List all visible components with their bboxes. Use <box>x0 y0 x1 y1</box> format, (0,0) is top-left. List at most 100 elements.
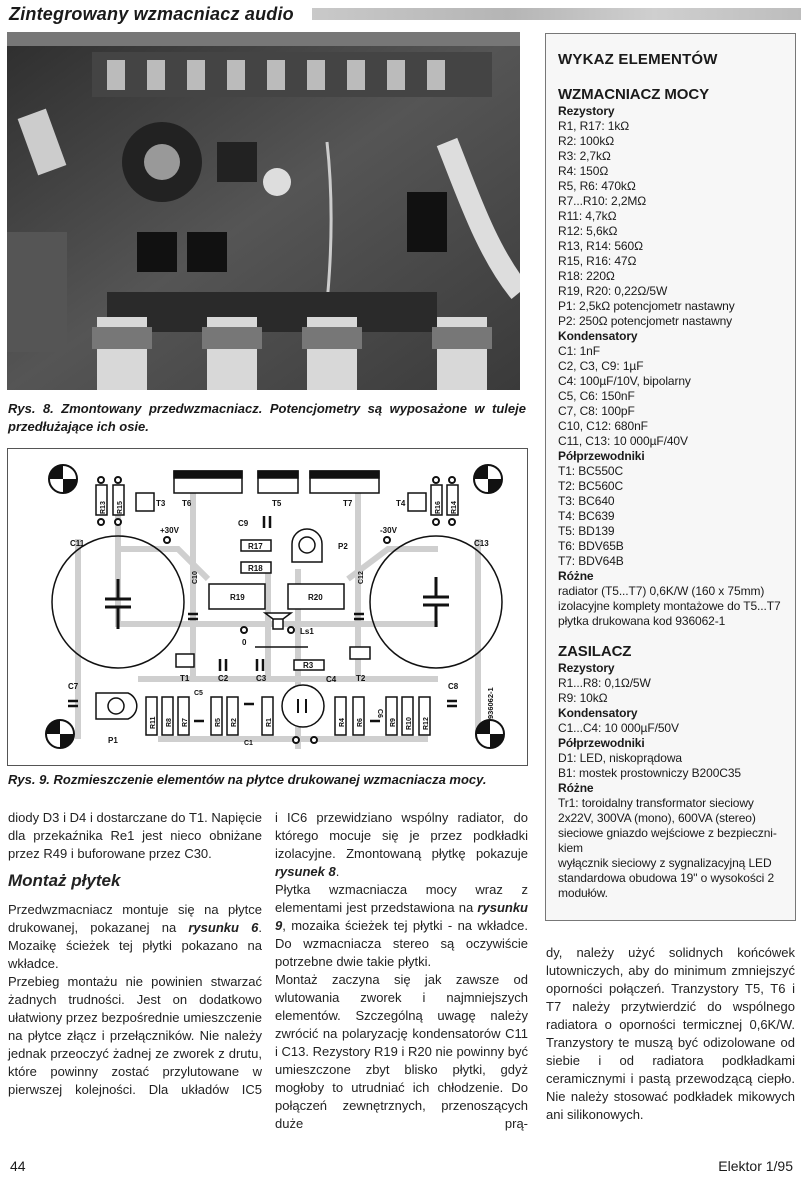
parts-list-item: R1...R8: 0,1Ω/5W <box>558 676 651 690</box>
text: Płytka wzmacniacza mocy wraz z elementam… <box>275 882 528 915</box>
label-c6: C6 <box>376 709 383 718</box>
parts-list-item: T7: BDV64B <box>558 554 624 568</box>
parts-group-title: Półprzewodniki <box>558 736 645 750</box>
label-r4: R4 <box>339 718 346 727</box>
parts-list-item: R5, R6: 470kΩ <box>558 179 636 193</box>
capacitor-c11 <box>51 535 185 669</box>
label-r17: R17 <box>248 542 263 551</box>
speaker-ls1 <box>262 612 294 630</box>
label-c12: C12 <box>358 571 365 584</box>
label-ls1: Ls1 <box>300 627 314 636</box>
parts-list-item: P2: 250Ω potencjometr nastawny <box>558 314 733 328</box>
parts-list-item: C10, C12: 680nF <box>558 419 648 433</box>
article-column-3: dy, należy użyć solidnych końcówek lutow… <box>546 944 795 1124</box>
parts-list-title: WYKAZ ELEMENTÓW <box>558 51 718 68</box>
pcb-tracks <box>75 484 481 749</box>
pcb-code-label: 936062-1 <box>486 687 495 719</box>
label-r20: R20 <box>308 593 323 602</box>
parts-list-item: C4: 100µF/10V, bipolarny <box>558 374 691 388</box>
header-decorative-bar <box>312 8 801 20</box>
parts-list-item: R9: 10kΩ <box>558 691 608 705</box>
parts-list-item: C1: 1nF <box>558 344 600 358</box>
parts-list-item: R13, R14: 560Ω <box>558 239 643 253</box>
label-t3: T3 <box>156 499 166 508</box>
parts-list-item: C7, C8: 100pF <box>558 404 635 418</box>
label-zero: 0 <box>242 638 247 647</box>
figure-reference: rysunku 6 <box>188 920 259 935</box>
parts-list-item: P1: 2,5kΩ potencjometr nastawny <box>558 299 735 313</box>
paragraph: Montaż zaczyna się jak zawsze od wlutowa… <box>275 972 528 1131</box>
label-t7: T7 <box>343 499 353 508</box>
label-t4: T4 <box>396 499 406 508</box>
article-column-2: i IC6 przewidziano wspólny radiator, do … <box>275 809 528 1133</box>
solder-pads <box>97 476 456 744</box>
parts-list-item: R15, R16: 47Ω <box>558 254 637 268</box>
text: i IC6 przewidziano wspólny radiator, do … <box>275 810 528 861</box>
figure-reference: rysunek 8 <box>275 864 336 879</box>
parts-group-title: Różne <box>558 781 594 795</box>
label-c9: C9 <box>238 519 249 528</box>
parts-list-item: T3: BC640 <box>558 494 615 508</box>
parts-list-item: T4: BC639 <box>558 509 615 523</box>
label-r11: R11 <box>150 716 157 729</box>
label-r3: R3 <box>303 661 314 670</box>
text: . <box>335 864 340 879</box>
label-r10: R10 <box>406 717 413 730</box>
parts-list-item: C1...C4: 10 000µF/50V <box>558 721 679 735</box>
parts-list-item: R2: 100kΩ <box>558 134 615 148</box>
label-r19: R19 <box>230 593 245 602</box>
label-r12: R12 <box>423 717 430 730</box>
label-t5: T5 <box>272 499 282 508</box>
paragraph: Przebieg montażu nie powinien stwarzać ż… <box>8 974 262 1097</box>
text: Przedwzmacniacz montuje się na płytce dr… <box>8 902 262 935</box>
parts-list-item: płytka drukowana kod 936062-1 <box>558 614 726 628</box>
figure-reference: rysunku 9 <box>275 900 528 933</box>
parts-list-item: R3: 2,7kΩ <box>558 149 611 163</box>
label-t1: T1 <box>180 674 190 683</box>
parts-section-title: WZMACNIACZ MOCY <box>558 86 709 103</box>
parts-list-item: wyłącznik sieciowy z sygnalizacyjną LED <box>558 856 772 870</box>
label-p1: P1 <box>108 736 118 745</box>
paragraph: i IC6 przewidziano wspólny radiator, do … <box>275 809 528 881</box>
parts-list-item: T2: BC560C <box>558 479 624 493</box>
resistors <box>95 484 459 736</box>
label-r6: R6 <box>357 718 364 727</box>
parts-list-item: C2, C3, C9: 1µF <box>558 359 644 373</box>
power-transistors <box>173 470 380 494</box>
parts-group-title: Różne <box>558 569 594 583</box>
parts-list-item: C5, C6: 150nF <box>558 389 635 403</box>
parts-list-item: R4: 150Ω <box>558 164 609 178</box>
parts-list-item: R1, R17: 1kΩ <box>558 119 630 133</box>
parts-group-title: Kondensatory <box>558 706 638 720</box>
parts-list-item: izolacyjne komplety montażowe do T5...T7 <box>558 599 781 613</box>
label-r15: R15 <box>117 501 124 514</box>
label-plus30v: +30V <box>160 526 180 535</box>
label-c2: C2 <box>218 674 229 683</box>
label-c11: C11 <box>70 539 85 548</box>
label-minus30v: -30V <box>380 526 398 535</box>
label-r16: R16 <box>435 501 442 514</box>
assembled-preamplifier-photo <box>7 32 520 390</box>
parts-list-item: T6: BDV65B <box>558 539 624 553</box>
text: , mozaika ścieżek tej płytki - na wkładc… <box>275 918 528 969</box>
figure-9-caption: Rys. 9. Rozmieszczenie elementów na płyt… <box>8 772 487 787</box>
paragraph: Przedwzmacniacz montuje się na płytce dr… <box>8 901 262 973</box>
label-r7: R7 <box>182 718 189 727</box>
label-r8: R8 <box>166 718 173 727</box>
parts-section-title: ZASILACZ <box>558 643 632 660</box>
running-header-title: Zintegrowany wzmacniacz audio <box>9 4 294 24</box>
issue-label: Elektor 1/95 <box>718 1158 793 1174</box>
capacitor-c13 <box>369 535 503 669</box>
parts-list-item: C11, C13: 10 000µF/40V <box>558 434 688 448</box>
label-r14: R14 <box>451 501 458 514</box>
article-column-1: diody D3 i D4 i dostarczane do T1. Napię… <box>8 809 262 1099</box>
text: . Mozaikę ścieżek tej płytki pokazano na… <box>8 920 262 971</box>
parts-list-item: R18: 220Ω <box>558 269 615 283</box>
label-c7: C7 <box>68 682 79 691</box>
parts-group-title: Rezystory <box>558 661 615 675</box>
parts-list-item: R12: 5,6kΩ <box>558 224 618 238</box>
section-heading: Montaż płytek <box>8 871 121 890</box>
